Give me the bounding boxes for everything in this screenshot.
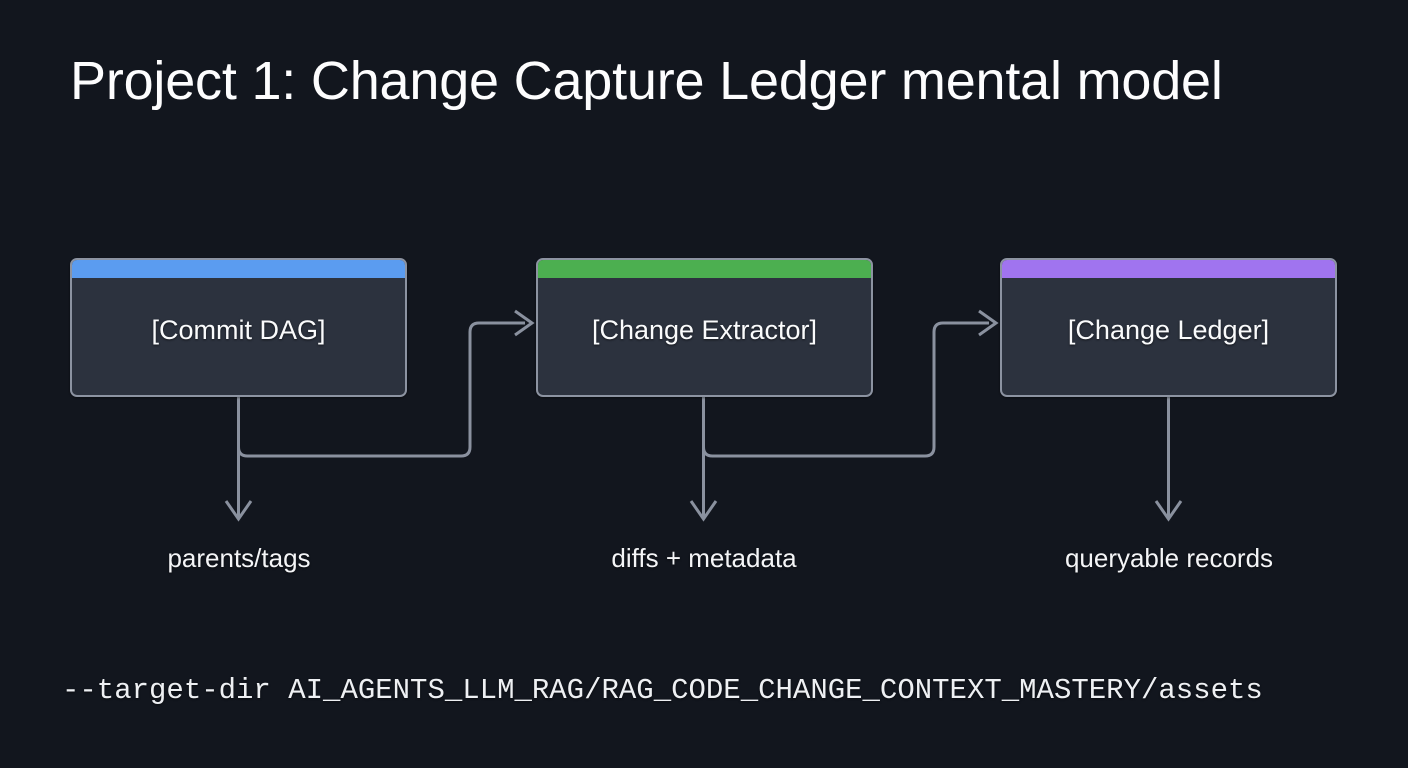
node-change-extractor[interactable]: [Change Extractor] [536,258,873,397]
node-accent-bar [538,260,871,278]
arrowhead-diffs-metadata [689,500,718,522]
target-dir-command: --target-dir AI_AGENTS_LLM_RAG/RAG_CODE_… [62,674,1263,707]
output-label-diffs-metadata: diffs + metadata [611,543,797,573]
node-commit-dag[interactable]: [Commit DAG] [70,258,407,397]
node-accent-bar [72,260,405,278]
node-label: [Change Extractor] [591,315,818,345]
arrowhead-to-change-ledger [978,309,999,337]
arrowhead-to-change-extractor [514,309,535,337]
node-label: [Commit DAG] [151,315,326,345]
page-title: Project 1: Change Capture Ledger mental … [70,51,1223,111]
node-change-ledger[interactable]: [Change Ledger] [1000,258,1337,397]
output-label-parents-tags: parents/tags [167,543,311,573]
node-accent-bar [1002,260,1335,278]
arrowhead-parents-tags [224,500,253,522]
arrowhead-queryable-records [1154,500,1183,522]
node-label: [Change Ledger] [1067,315,1270,345]
output-label-queryable-records: queryable records [1064,543,1274,573]
